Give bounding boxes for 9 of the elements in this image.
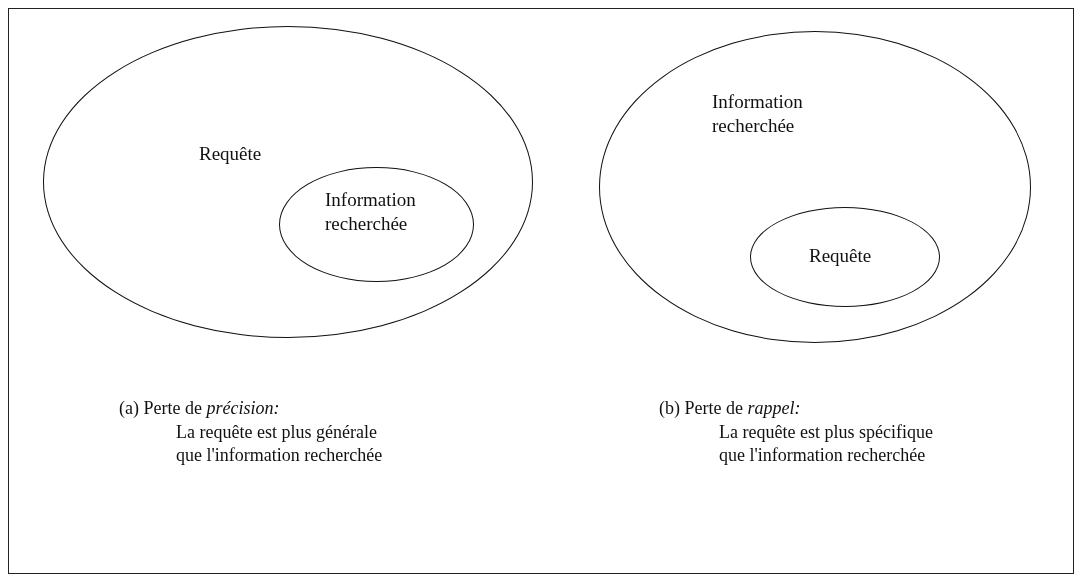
set-label: Requête [199,142,263,166]
set-label: Information recherchée [325,188,417,236]
set-ellipse [279,167,474,282]
set-label: Requête [809,244,873,268]
caption-text: La requête est plus spécifique que l'information recherchée [719,421,934,467]
caption-heading: (a) Perte de précision: [119,397,281,420]
caption-heading: (b) Perte de rappel: [659,397,802,420]
set-label: Information recherchée [712,90,804,138]
caption-text: La requête est plus générale que l'information recherchée [176,421,384,467]
